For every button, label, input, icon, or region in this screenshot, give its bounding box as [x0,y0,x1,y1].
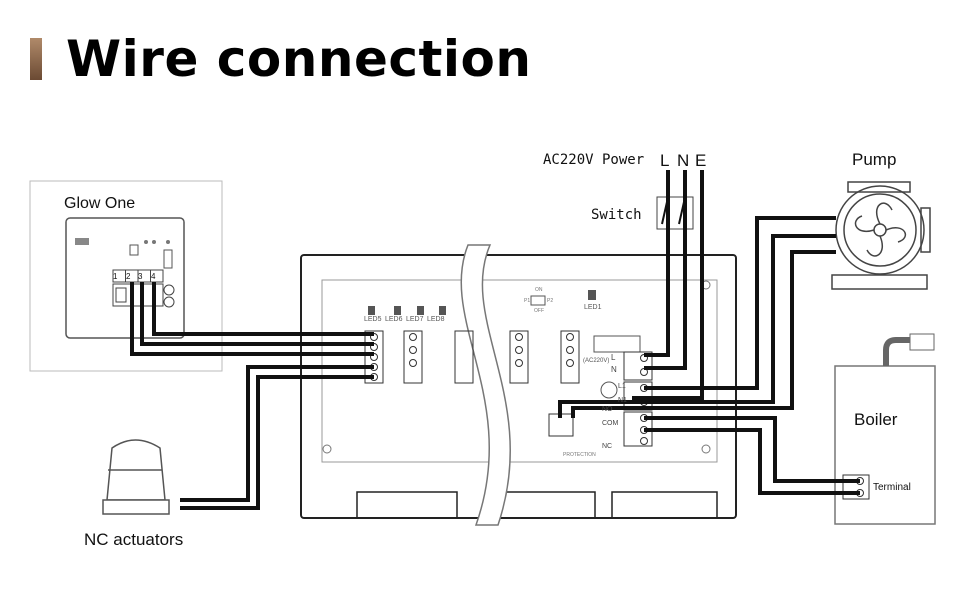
nc-label: NC [602,443,613,450]
protection-label: PROTECTION [563,452,596,458]
thermostat-label: Glow One [64,195,136,212]
thermostat-terminal-1: 1 [113,272,118,281]
nc-actuator-icon [102,439,170,515]
pump-label: Pump [852,150,897,169]
title-accent-bar [30,38,42,80]
no-label: NO [602,406,613,413]
power-switch [656,196,694,230]
power-line-l: L [660,151,670,170]
fan-icon [600,381,618,399]
switch-label: Switch [591,207,642,223]
terminal-label: Terminal [873,482,911,493]
power-line-e: E [695,151,707,170]
dip-switch [530,295,546,306]
pwr-n-label: N [611,365,617,374]
zone-terminals [364,330,580,384]
board-leds [368,290,596,315]
board-break [460,244,512,526]
page-title: Wire connection [66,30,532,88]
led6-label: LED6 [385,316,403,323]
power-label: AC220V Power [543,152,645,168]
n1-label: N1 [618,397,627,404]
p2-label: P2 [547,298,554,304]
pump-icon [831,181,931,290]
switch-off-label: OFF [534,308,544,314]
wires [130,170,860,510]
power-line-n: N [677,151,690,170]
boiler-body [834,365,936,525]
pwr-l-label: L [611,353,616,362]
p1-label: P1 [524,298,531,304]
boiler-label: Boiler [854,410,898,429]
com-label: COM [602,420,619,427]
boiler-terminal-block [842,474,870,500]
thermostat-terminal-4: 4 [151,272,156,281]
l1-label: L1 [618,383,626,390]
led5-label: LED5 [364,316,382,323]
fuse [593,335,641,353]
thermostat-terminal-2: 2 [126,272,131,281]
thermostat-terminal-3: 3 [138,272,143,281]
led1-label: LED1 [584,304,602,311]
terminal-screws [370,333,574,381]
ac-label: (AC220V) [583,358,610,364]
actuators-label: NC actuators [84,530,184,549]
switch-on-label: ON [535,287,543,293]
boiler-pipe [883,337,920,366]
led8-label: LED8 [427,316,445,323]
led7-label: LED7 [406,316,424,323]
